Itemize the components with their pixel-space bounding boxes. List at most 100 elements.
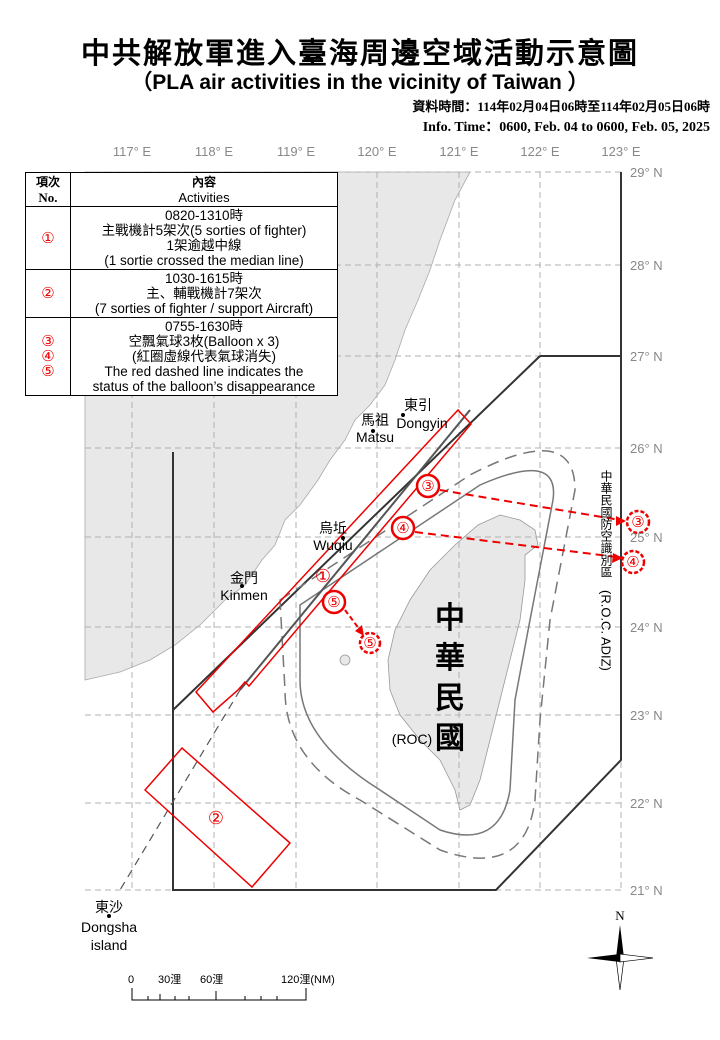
roc-char-3: 民 — [435, 682, 465, 715]
kinmen-dot — [240, 584, 244, 588]
balloon-5-start — [321, 589, 347, 615]
legend-no: ③ — [41, 333, 55, 350]
legend-header-act-en: Activities — [178, 190, 230, 205]
marker-3-end: ③ — [631, 514, 644, 531]
balloon-3-end — [625, 509, 651, 535]
latitude-label: 27° N — [630, 349, 663, 364]
balloon-5-track — [344, 609, 361, 631]
dongsha-label-zh: 東沙 — [95, 899, 123, 915]
matsu-label-en: Matsu — [356, 429, 394, 445]
roc-label-en: (ROC) — [392, 731, 432, 747]
balloon-3-track — [439, 489, 621, 521]
scale-30: 30浬 — [158, 973, 181, 986]
scale-0: 0 — [128, 974, 134, 986]
balloon-4-start — [390, 515, 416, 541]
legend-line: 0820-1310時 — [164, 208, 244, 223]
roc-char-4: 國 — [435, 722, 465, 755]
latitude-label: 29° N — [630, 165, 663, 180]
arrow-head-icon — [616, 516, 626, 526]
longitude-label: 119° E — [277, 144, 316, 159]
latitude-label: 23° N — [630, 708, 663, 723]
adiz-label-zh: 中華民國防空識別區 — [599, 469, 613, 578]
penghu-islands — [339, 654, 351, 666]
legend-line: 1架逾越中線 — [166, 238, 242, 253]
marker-1: ① — [315, 566, 331, 586]
marker-4: ④ — [396, 520, 409, 537]
latitude-label: 22° N — [630, 796, 663, 811]
dongsha-label-en-2: island — [91, 937, 128, 953]
dongyin-label-zh: 東引 — [404, 397, 432, 413]
balloon-3-start — [415, 473, 441, 499]
legend-row-3: ③ ④ ⑤ 0755-1630時 空飄氣球3枚(Balloon x 3) (紅圈… — [25, 317, 338, 396]
latitude-label: 28° N — [630, 258, 663, 273]
info-time-en: Info. Time：0600, Feb. 04 to 0600, Feb. 0… — [422, 120, 710, 135]
dongyin-label-en: Dongyin — [396, 415, 447, 431]
balloon-4-end — [620, 549, 646, 575]
compass-rose-icon: N — [587, 908, 654, 991]
marker-2: ② — [208, 808, 224, 828]
longitude-label: 123° E — [601, 144, 641, 159]
legend-line: 主、輔戰機計7架次 — [146, 286, 262, 301]
legend-no: ⑤ — [41, 363, 55, 380]
inner-zone-line — [299, 469, 555, 836]
outer-zone-line — [279, 450, 576, 859]
legend-line: The red dashed line indicates the — [104, 364, 304, 379]
longitude-label: 122° E — [520, 144, 560, 159]
map-subtitle: （PLA air activities in the vicinity of T… — [131, 71, 589, 94]
activity-area-1 — [194, 408, 473, 714]
legend-row-2: ② 1030-1615時 主、輔戰機計7架次 (7 sorties of fig… — [25, 269, 338, 318]
roc-char-2: 華 — [435, 642, 465, 675]
latitude-label: 24° N — [630, 620, 663, 635]
legend-header-act-zh: 內容 — [191, 175, 216, 189]
median-line-extension — [119, 689, 241, 891]
compass-north: N — [615, 908, 625, 923]
arrow-head-icon — [355, 625, 364, 636]
wuqiu-dot — [341, 536, 345, 540]
longitude-label: 118° E — [195, 144, 234, 159]
median-line — [239, 409, 471, 691]
marker-5-end: ⑤ — [363, 635, 376, 652]
legend-header-no-zh: 項次 — [35, 175, 60, 189]
legend-line: 空飄氣球3枚(Balloon x 3) — [128, 334, 280, 349]
dongyin-dot — [401, 413, 405, 417]
legend-no: ① — [41, 229, 55, 247]
kinmen-label-zh: 金門 — [230, 570, 258, 586]
info-time-zh: 資料時間：114年02月04日06時至114年02月05日06時 — [412, 99, 710, 114]
legend-no: ④ — [41, 348, 55, 365]
legend-line: (1 sortie crossed the median line) — [104, 253, 304, 268]
legend-line: (7 sorties of fighter / support Aircraft… — [94, 301, 314, 316]
latitude-label: 25° N — [630, 530, 663, 545]
legend-line: (紅圈虛線代表氣球消失) — [132, 349, 276, 364]
wuqiu-label-en: Wuqiu — [313, 537, 352, 553]
latitude-label: 21° N — [630, 883, 663, 898]
adiz-label-en: (R.O.C. ADIZ) — [599, 590, 614, 671]
legend-line: 主戰機計5架次(5 sorties of fighter) — [101, 223, 307, 238]
longitude-label: 120° E — [357, 144, 397, 159]
arrow-head-icon — [612, 553, 623, 563]
scale-bar — [131, 988, 307, 1001]
latitude-label: 26° N — [630, 441, 663, 456]
legend-row-1: ① 0820-1310時 主戰機計5架次(5 sorties of fighte… — [25, 206, 338, 270]
marker-3: ③ — [421, 478, 434, 495]
legend-line: 1030-1615時 — [164, 271, 244, 286]
legend-line: status of the balloon’s disappearance — [92, 379, 316, 394]
scale-120: 120浬(NM) — [281, 973, 335, 986]
taiwan-island — [387, 514, 539, 811]
marker-4-end: ④ — [626, 554, 639, 571]
legend-header-no-en: No. — [38, 190, 58, 205]
roc-char-1: 中 — [435, 602, 465, 635]
dongsha-dot — [107, 914, 111, 918]
kinmen-label-en: Kinmen — [220, 587, 267, 603]
scale-60: 60浬 — [200, 973, 223, 986]
balloon-4-track — [414, 531, 618, 558]
wuqiu-label-zh: 烏坵 — [319, 520, 347, 536]
matsu-label-zh: 馬祖 — [361, 412, 389, 428]
longitude-label: 117° E — [113, 144, 152, 159]
legend-no: ② — [41, 285, 55, 302]
activity-area-2 — [143, 746, 292, 889]
matsu-dot — [371, 429, 375, 433]
map-title: 中共解放軍進入臺海周邊空域活動示意圖 — [80, 36, 639, 70]
